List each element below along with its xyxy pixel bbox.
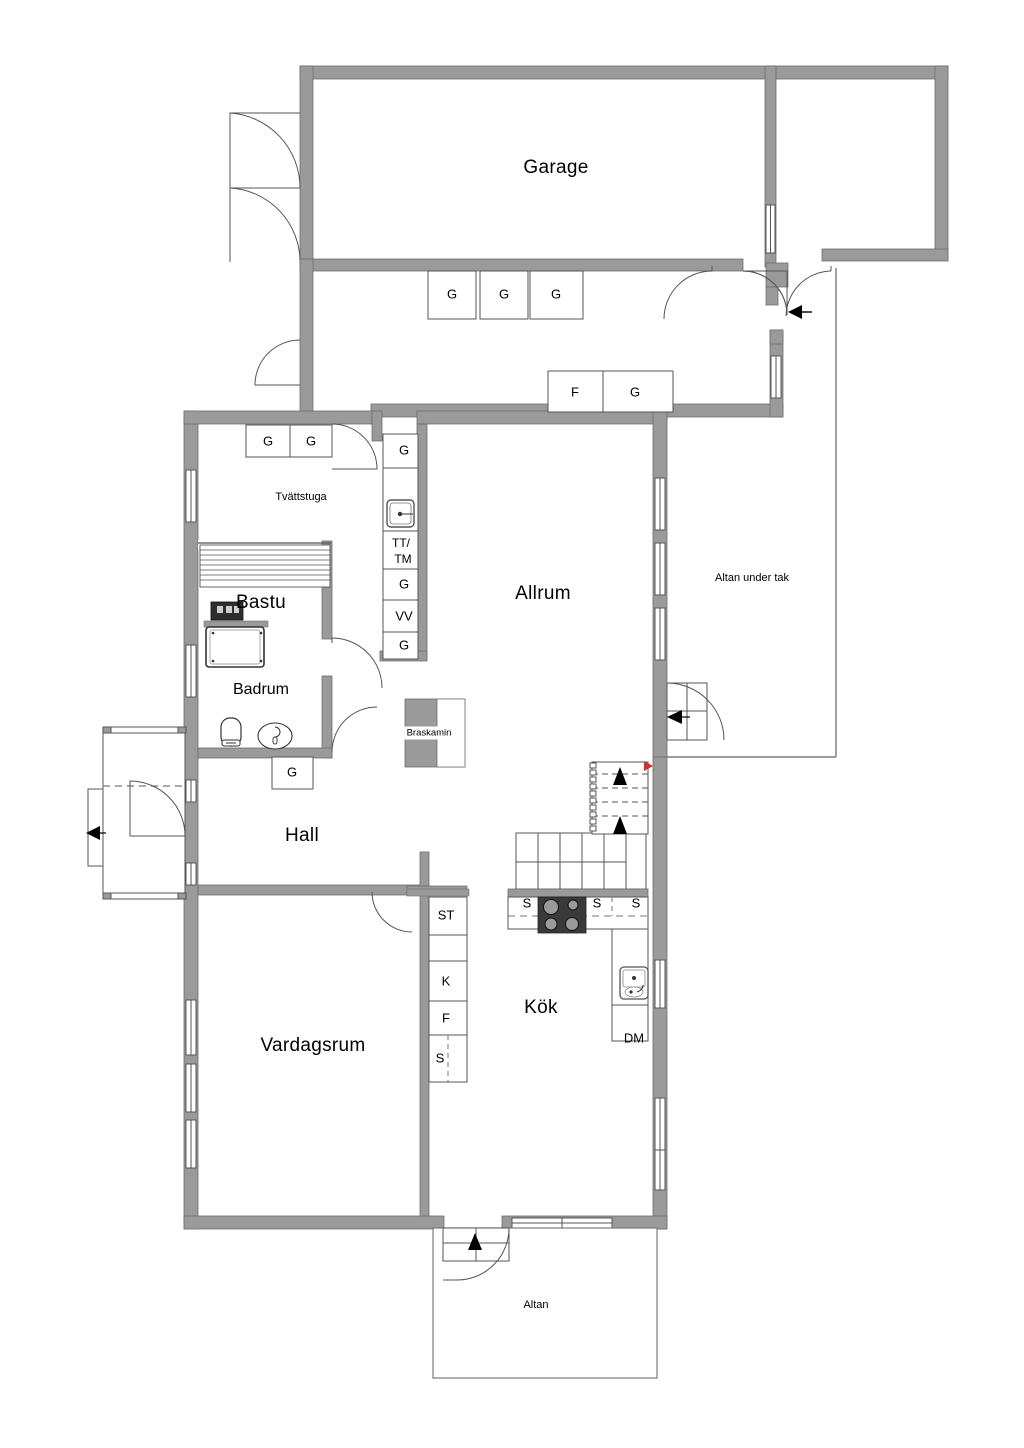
tvattstuga-cabinets	[245, 424, 333, 458]
cabinet-label-col-tt: TT/	[392, 536, 410, 550]
fireplace-label: Braskamin	[404, 726, 454, 740]
room-label-tvattstuga: Tvättstuga	[275, 491, 327, 503]
toilet-icon	[220, 717, 242, 747]
room-label-vardagsrum: Vardagsrum	[260, 1035, 366, 1056]
cabinet-label-tvatt-g1: G	[262, 433, 274, 449]
altan-door-swing	[443, 1227, 510, 1281]
right-exterior-windows	[654, 477, 666, 1191]
cabinet-label-kok-s3: S	[631, 895, 641, 911]
washbasin-icon	[257, 722, 293, 750]
cabinet-label-col-vv: VV	[395, 608, 413, 624]
entry-window	[770, 355, 782, 399]
cabinet-label-kok-s: S	[435, 1050, 445, 1066]
entry-direction-arrow	[788, 305, 812, 319]
terrace-door-swing	[666, 682, 725, 741]
interior-walls	[197, 410, 468, 1217]
sauna-stove-icon	[210, 601, 244, 621]
cabinet-label-col-g2: G	[398, 576, 410, 592]
left-exterior-windows	[185, 469, 197, 1169]
room-door-swings	[254, 339, 413, 933]
room-label-hall: Hall	[285, 825, 319, 846]
cabinet-label-kok-s2: S	[592, 895, 602, 911]
room-label-kok: Kök	[524, 997, 558, 1018]
cabinet-label-col-tm: TM	[394, 552, 412, 566]
room-label-altan: Altan	[523, 1299, 549, 1311]
upper-corridor-cabinets	[427, 270, 674, 413]
room-label-altan-under-tak: Altan under tak	[715, 572, 789, 584]
kitchen-left-counter	[406, 888, 470, 897]
laundry-sink-icon	[386, 499, 415, 528]
bathtub-icon	[203, 620, 269, 668]
room-label-badrum: Badrum	[232, 681, 290, 698]
cabinet-label-garage-g2: G	[498, 286, 510, 302]
cabinet-label-entry-g: G	[629, 384, 641, 400]
room-label-allrum: Allrum	[515, 583, 571, 604]
garage-walls	[299, 65, 949, 272]
cabinet-label-kok-dm: DM	[623, 1030, 645, 1046]
bottom-window	[511, 1217, 613, 1229]
terrace-direction-arrow	[667, 710, 690, 724]
hall-cabinet	[271, 756, 314, 790]
entry-direction-arrow-left	[86, 826, 106, 840]
cabinet-label-col-g3: G	[398, 637, 410, 653]
room-label-bastu: Bastu	[235, 592, 287, 613]
kitchen-sink-icon	[619, 966, 649, 1000]
cabinet-label-entry-f: F	[571, 384, 579, 400]
cabinet-label-kok-f: F	[442, 1010, 450, 1026]
stairs-icon	[515, 761, 653, 890]
garage-door-swings	[229, 112, 301, 263]
cabinet-label-garage-g3: G	[550, 286, 562, 302]
cabinet-label-kok-st: ST	[437, 907, 455, 923]
bastu-benches-icon	[199, 544, 331, 588]
cabinet-label-kok-s1: S	[522, 895, 532, 911]
cabinet-label-col-g1: G	[398, 442, 410, 458]
cabinet-label-kok-k: K	[441, 973, 451, 989]
stove-icon	[537, 896, 587, 934]
cabinet-label-hall-g: G	[286, 764, 298, 780]
garage-divider-window	[765, 204, 776, 254]
entry-door-swings	[742, 266, 832, 317]
terrace-step-icon	[666, 682, 708, 741]
kitchen-left-cabinets	[428, 896, 468, 1083]
room-label-garage: Garage	[523, 157, 589, 178]
corridor-door-swing	[663, 266, 713, 320]
entry-vestibule	[87, 726, 187, 900]
cabinet-label-tvatt-g2: G	[305, 433, 317, 449]
altan-direction-arrow	[468, 1233, 482, 1250]
cabinet-label-garage-g1: G	[446, 286, 458, 302]
